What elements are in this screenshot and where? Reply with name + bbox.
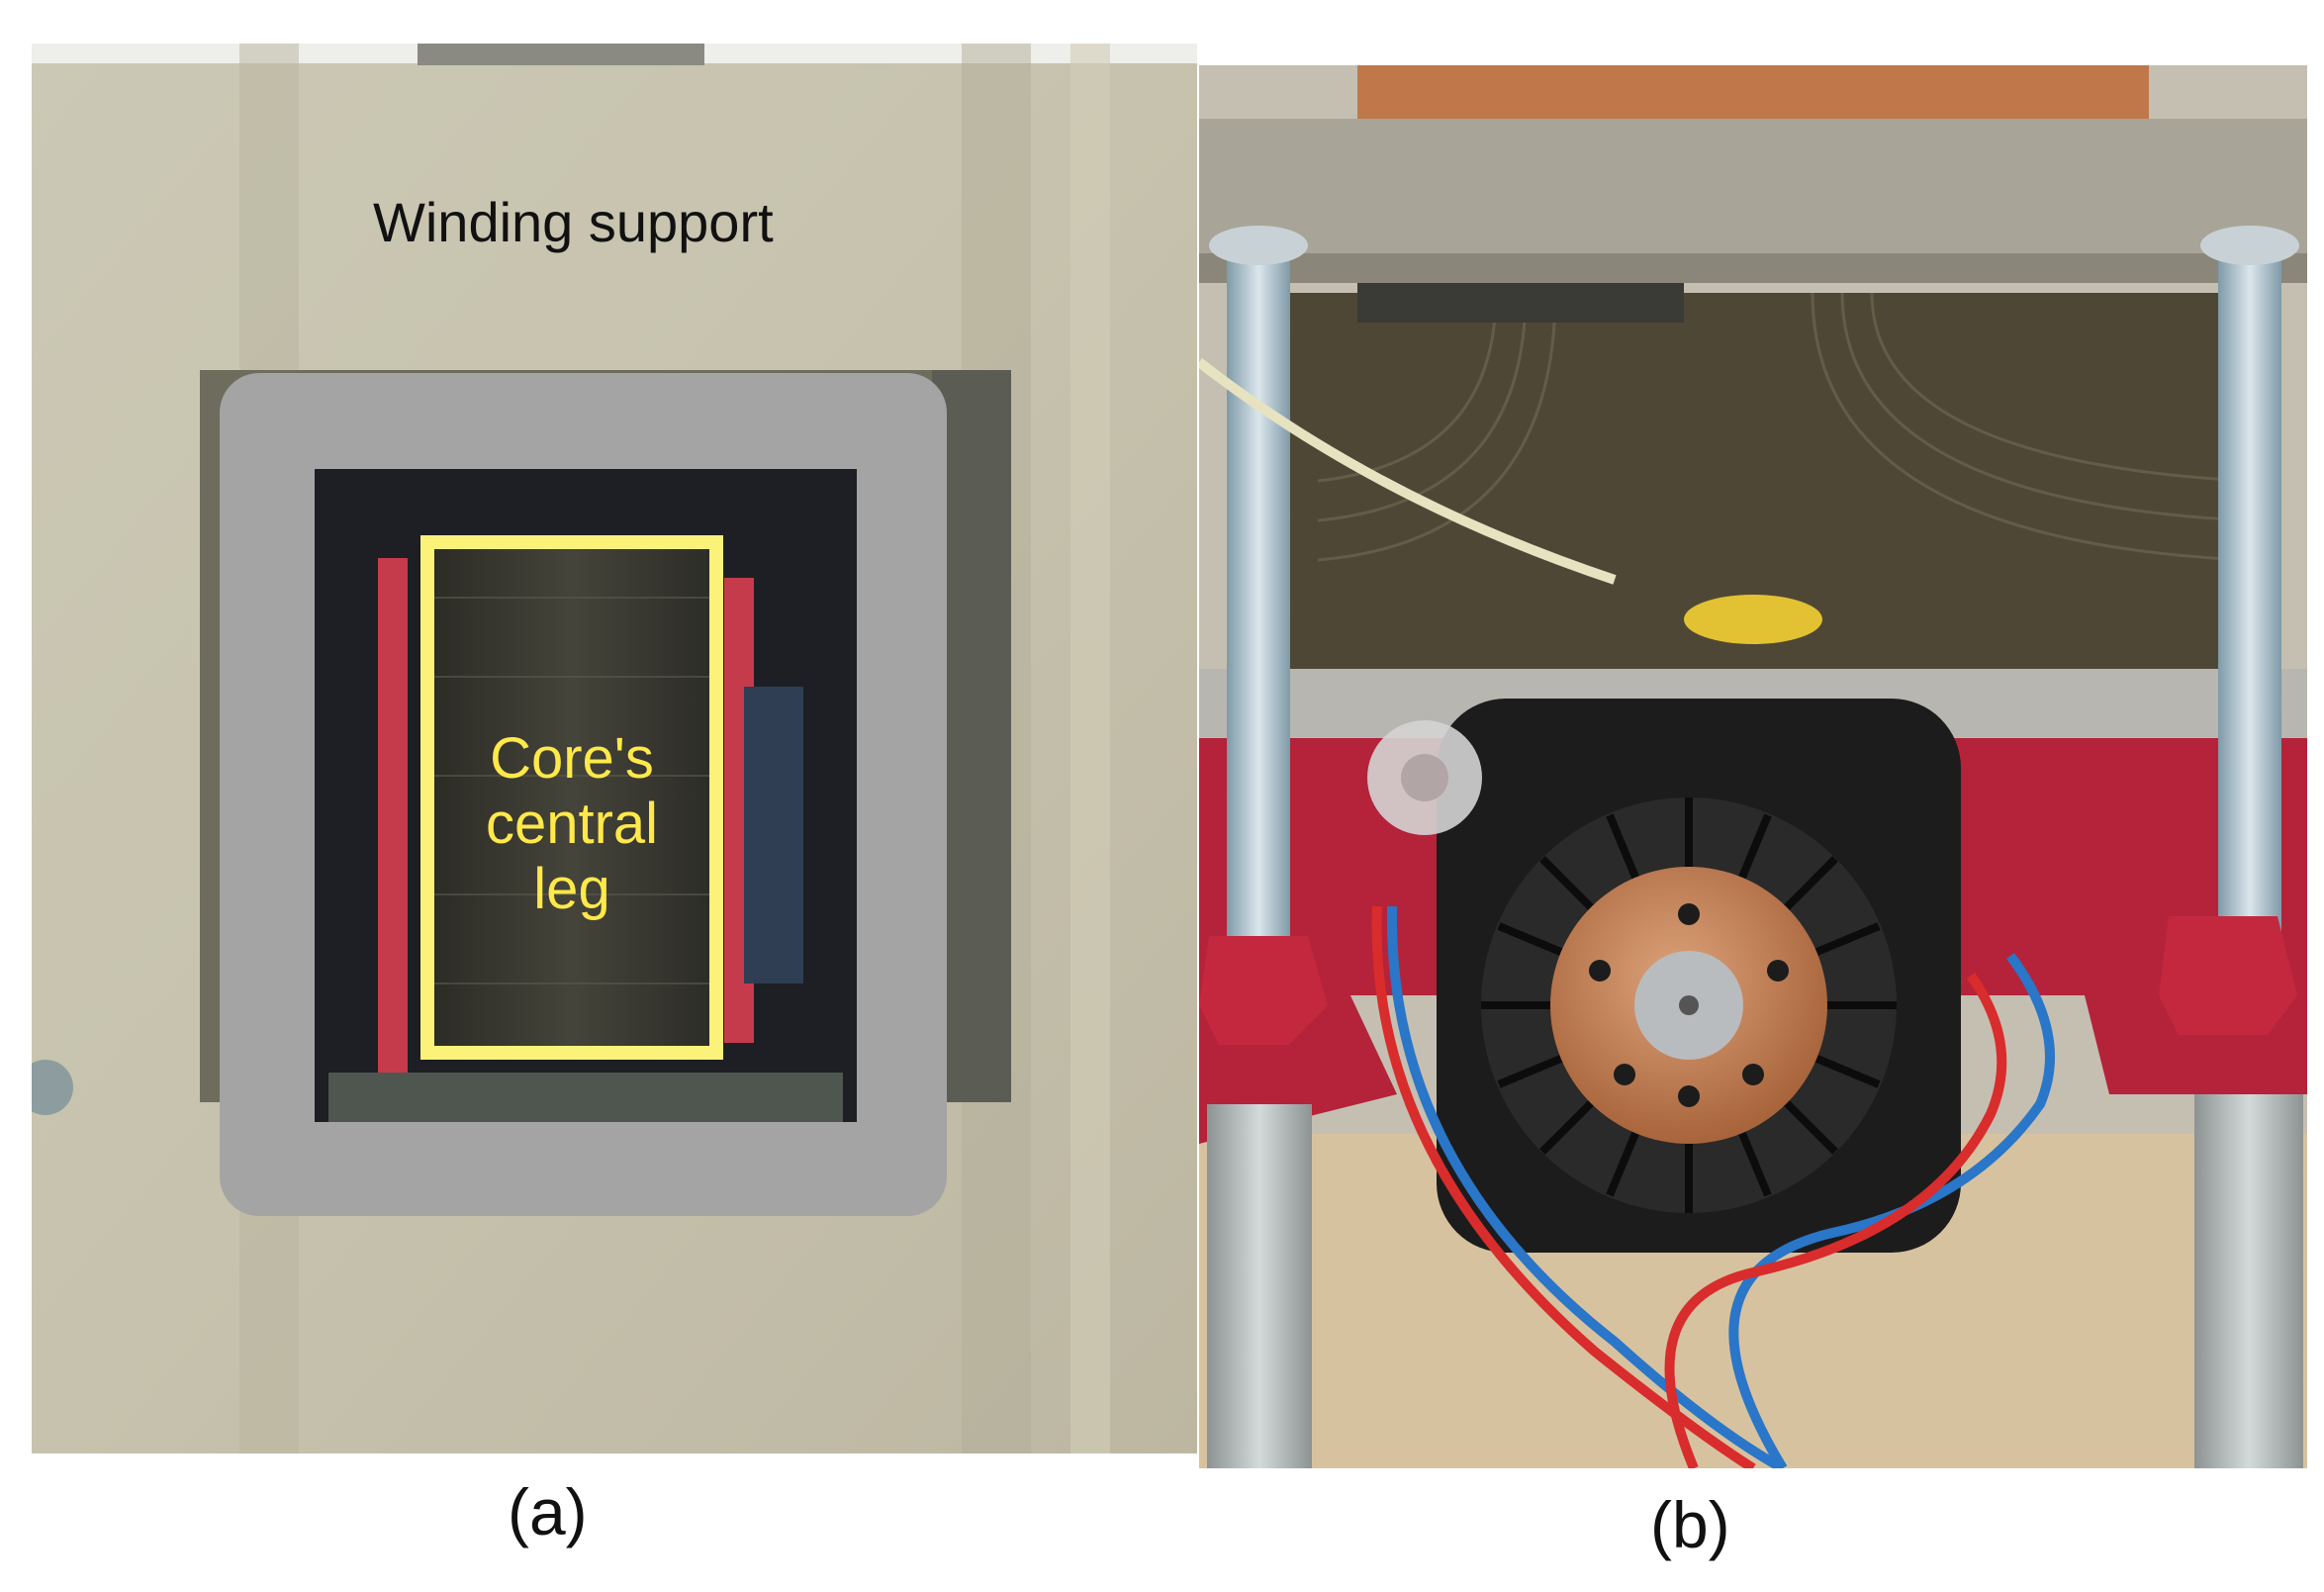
winding-support-photo — [32, 44, 1197, 1453]
threaded-rod-right — [2218, 243, 2281, 966]
support-post-right — [2194, 1094, 2303, 1468]
copper-winding — [1357, 65, 2149, 125]
fan-wire-red — [1371, 905, 1756, 1468]
fan-wire-blue — [1386, 905, 1786, 1468]
core-central-leg — [423, 538, 720, 1057]
core-central-leg-label: Core's central leg — [485, 726, 659, 921]
core-highlight-box — [420, 535, 723, 1060]
screw — [32, 1060, 73, 1115]
sensor-wire — [1199, 358, 1617, 585]
winding-support-label: Winding support — [373, 191, 774, 253]
core-label-container: Core's central leg — [423, 538, 720, 1057]
support-post-left — [1207, 1104, 1312, 1468]
caption-b: (b) — [1650, 1488, 1730, 1561]
top-plate — [1199, 119, 2307, 267]
photo-panel-a: Winding support Core's central leg — [32, 44, 1197, 1453]
nut-right — [2159, 916, 2297, 1035]
caption-a: (a) — [508, 1475, 588, 1548]
photo-panel-b — [1199, 65, 2307, 1468]
fan-assembly-photo — [1199, 65, 2307, 1468]
threaded-rod-left — [1227, 243, 1290, 966]
nut-left — [1199, 936, 1328, 1045]
